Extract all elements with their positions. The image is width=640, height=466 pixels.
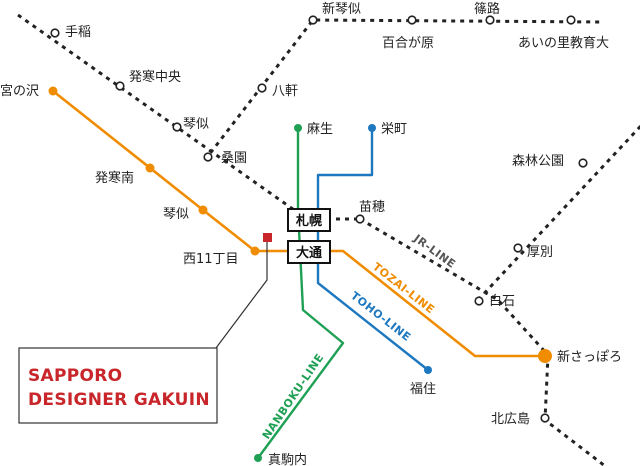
label-soen: 桑園 (221, 151, 247, 166)
label-makomanai: 真駒内 (268, 452, 307, 466)
label-nishi11: 西11丁目 (183, 252, 239, 267)
station-dot-asabu (294, 124, 302, 132)
station-dot-hassamu-minami (145, 163, 155, 173)
station-dot-shinrinkoen (578, 158, 588, 168)
jr-stations (50, 15, 588, 423)
label-shinkotoni: 新琴似 (322, 1, 361, 17)
nanboku-line (257, 128, 345, 459)
station-dot-shiroishi (474, 296, 484, 306)
school-box (18, 347, 218, 424)
label-shinoro: 篠路 (474, 1, 500, 17)
jr-line-hakodate-east (476, 124, 640, 302)
school-connector (215, 240, 268, 349)
jr-line-chitose (359, 217, 606, 466)
station-dot-shinoro (485, 15, 495, 25)
station-dot-naebo (355, 214, 365, 224)
station-dot-kitahiroshima (540, 413, 550, 423)
station-dot-shin-sapporo (538, 349, 552, 363)
label-hassamu-minami: 発寒南 (95, 170, 134, 186)
station-dot-teine (50, 28, 60, 38)
station-dot-miyanosawa (48, 86, 58, 96)
label-shin-sapporo: 新さっぽろ (557, 349, 622, 365)
label-naebo: 苗穂 (359, 200, 385, 215)
label-teine: 手稲 (65, 25, 91, 40)
label-shiroishi: 白石 (489, 293, 515, 309)
label-hachiken: 八軒 (272, 84, 298, 99)
station-dot-fukuzumi (424, 366, 432, 374)
label-sakaemachi: 栄町 (381, 122, 407, 137)
line-label-nanboku: NANBOKU-LINE (260, 351, 327, 441)
label-shinrinkoen: 森林公園 (512, 154, 564, 169)
label-ainosato: あいの里教育大 (518, 35, 609, 51)
hub-sapporo-label: 札幌 (295, 213, 322, 229)
line-label-toho: TOHO-LINE (348, 289, 413, 344)
jr-line-hakodate (17, 13, 298, 214)
station-dot-kotoni-jr (172, 122, 182, 132)
label-kotoni-tozai: 琴似 (163, 207, 189, 222)
school-name-line2: DESIGNER GAKUIN (28, 390, 210, 410)
station-dot-hassamu-chuo (115, 81, 125, 91)
station-dot-soen (203, 152, 213, 162)
toho-line (316, 128, 429, 371)
school-marker (263, 233, 272, 242)
station-dot-atsubetsu (513, 243, 523, 253)
hub-sapporo-box (287, 208, 331, 232)
school-name-line1: SAPPORO (28, 366, 122, 386)
station-dot-shinkotoni (308, 15, 318, 25)
station-dot-yurigahara (407, 15, 417, 25)
label-hassamu-chuo: 発寒中央 (129, 69, 181, 85)
label-kitahiroshima: 北広島 (491, 412, 530, 427)
label-atsubetsu: 厚別 (527, 245, 553, 260)
station-dot-ainosato (566, 15, 576, 25)
label-kotoni-jr: 琴似 (183, 117, 209, 132)
hub-odori-label: 大通 (296, 245, 322, 261)
label-yurigahara: 百合が原 (382, 36, 434, 51)
station-dot-makomanai (254, 454, 262, 462)
label-miyanosawa: 宮の沢 (0, 83, 39, 99)
station-dot-sakaemachi (368, 124, 376, 132)
station-dot-nishi11 (250, 246, 260, 256)
hub-odori-box (287, 240, 331, 264)
label-asabu: 麻生 (307, 122, 333, 137)
label-fukuzumi: 福住 (410, 382, 436, 397)
station-dot-kotoni-tozai (198, 205, 208, 215)
station-dot-hachiken (257, 83, 267, 93)
